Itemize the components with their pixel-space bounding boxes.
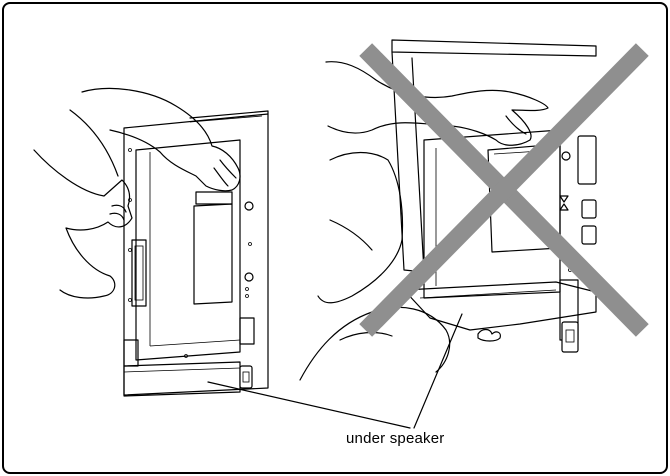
lower-hand-incorrect [317,151,404,304]
side-handle [131,239,147,307]
leader-line-right [413,313,463,429]
left-hand-correct [33,149,133,299]
pointing-hand [325,61,549,146]
under-speaker-left [123,361,241,397]
display-panel-left [123,113,269,396]
incorrect-x-mark [359,43,649,337]
callout-leaders [207,313,463,429]
incorrect-handling-panel [299,39,649,381]
display-panel-right [391,39,597,57]
correct-handling-panel [33,87,269,397]
label-plate [195,191,233,205]
under-speaker-label: under speaker [346,430,445,447]
leader-line-left [207,381,411,429]
right-hand-correct [81,87,241,192]
